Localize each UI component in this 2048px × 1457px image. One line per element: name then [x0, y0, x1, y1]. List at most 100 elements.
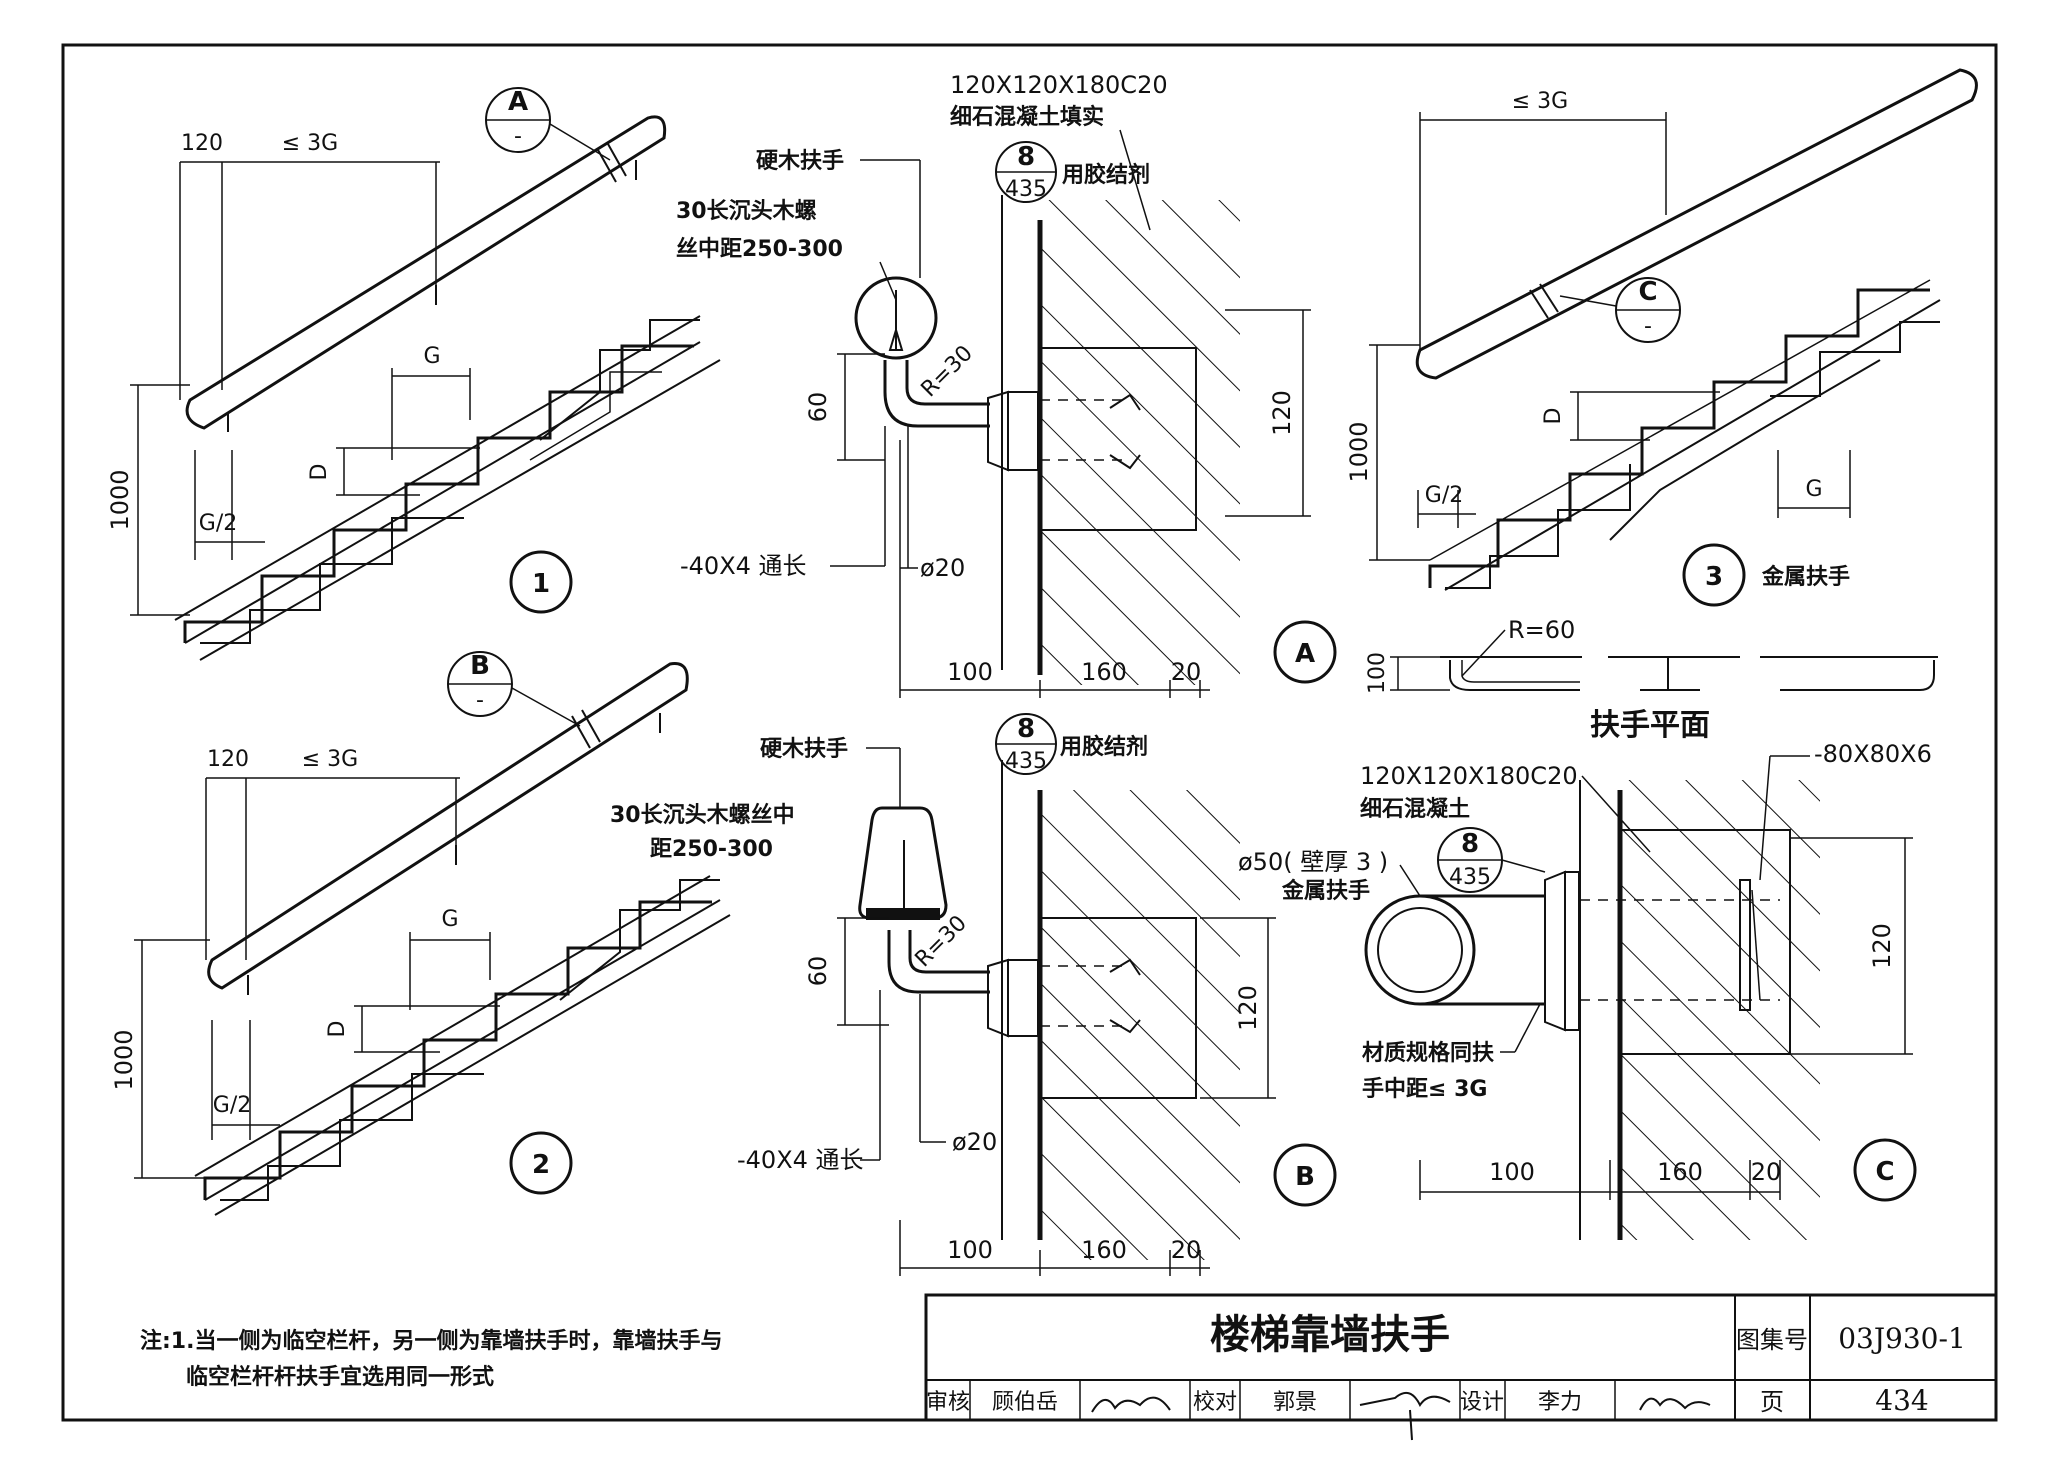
note: 注:1.当一侧为临空栏杆，另一侧为靠墙扶手时，靠墙扶手与 临空栏杆杆扶手宜选用同… — [140, 1328, 722, 1390]
atlas-label: 图集号 — [1736, 1326, 1808, 1354]
designer: 李力 — [1538, 1390, 1582, 1415]
detail-1-dim-g2: G/2 — [199, 511, 237, 536]
detail-b-dim-60: 60 — [804, 956, 832, 987]
detail-3-ref-bubble: C - — [1559, 277, 1681, 343]
detail-b-rod: ø20 — [952, 1128, 997, 1156]
detail-a-wood-handrail: 硬木扶手 — [756, 149, 844, 174]
reviewer: 顾伯岳 — [992, 1390, 1058, 1415]
detail-a-dim-60: 60 — [804, 392, 832, 423]
detail-1-ref-letter: A — [508, 87, 528, 117]
detail-a-concrete-1: 120X120X180C20 — [950, 71, 1168, 99]
detail-2: B - 120 ≤ 3G 1000 G D G/2 2 — [110, 651, 731, 1216]
detail-2-dim-g2: G/2 — [213, 1093, 251, 1118]
detail-c-ref-num: 8 — [1461, 829, 1479, 859]
detail-c-material-1: 材质规格同扶 — [1362, 1040, 1494, 1066]
title-main: 楼梯靠墙扶手 — [1210, 1312, 1450, 1358]
detail-3-dim-g2: G/2 — [1425, 483, 1463, 508]
detail-a-screw-2: 丝中距250-300 — [676, 236, 843, 262]
detail-1-ref-dash: - — [514, 124, 522, 149]
detail-2-ref-letter: B — [470, 651, 490, 681]
detail-1-dim-top-b: ≤ 3G — [282, 131, 338, 156]
detail-2-dim-top-b: ≤ 3G — [302, 747, 358, 772]
handrail-plan: 100 R=60 扶手平面 — [1365, 616, 1938, 743]
detail-2-ref-bubble: B - — [447, 651, 581, 727]
detail-1-ref-bubble: A - — [485, 87, 611, 161]
detail-b-ref-bubble: 8 435 — [995, 713, 1057, 775]
detail-3-label: 金属扶手 — [1761, 564, 1850, 590]
detail-2-ref-dash: - — [476, 688, 484, 713]
review-label: 审核 — [926, 1390, 970, 1415]
detail-2-dim-d: D — [325, 1021, 350, 1038]
detail-3-dim-top: ≤ 3G — [1512, 89, 1568, 114]
detail-b-dim-160: 160 — [1081, 1236, 1127, 1264]
plan-radius: R=60 — [1508, 616, 1575, 644]
detail-c-concrete-2: 细石混凝土 — [1360, 796, 1470, 822]
detail-1-dim-top-a: 120 — [181, 131, 223, 156]
detail-3: C - ≤ 3G 1000 D G G/2 3 金属扶手 — [1345, 68, 1978, 607]
page-label: 页 — [1760, 1388, 1784, 1416]
designer-signature — [1639, 1397, 1711, 1411]
detail-c-material-2: 手中距≤ 3G — [1362, 1077, 1487, 1102]
detail-2-dim-height: 1000 — [110, 1029, 138, 1090]
detail-c-dim-100: 100 — [1489, 1158, 1535, 1186]
detail-c-dim-20: 20 — [1751, 1158, 1782, 1186]
detail-c-letter: C — [1875, 1157, 1894, 1187]
detail-2-number: 2 — [532, 1150, 550, 1180]
design-label: 设计 — [1460, 1390, 1504, 1415]
detail-b-ref-page: 435 — [1005, 749, 1047, 774]
detail-c-tube-1: ø50( 壁厚 3 ) — [1238, 848, 1388, 876]
detail-3-ref-letter: C — [1638, 277, 1657, 307]
detail-a-dim-20: 20 — [1171, 658, 1202, 686]
detail-b-glue: 用胶结剂 — [1060, 734, 1148, 760]
check-label: 校对 — [1193, 1390, 1237, 1415]
detail-c-tube-2: 金属扶手 — [1281, 878, 1370, 904]
detail-a: 硬木扶手 30长沉头木螺 丝中距250-300 120X120X180C20 细… — [676, 71, 1337, 698]
detail-1: A - 120 ≤ 3G 1000 G D — [106, 87, 721, 661]
detail-b-screw-1: 30长沉头木螺丝中 — [610, 802, 795, 828]
detail-c-ref-page: 435 — [1449, 865, 1491, 890]
detail-a-concrete-2: 细石混凝土填实 — [950, 104, 1104, 130]
plan-caption: 扶手平面 — [1590, 708, 1710, 743]
detail-a-screw-1: 30长沉头木螺 — [676, 199, 817, 224]
page-no: 434 — [1875, 1384, 1928, 1417]
note-line-2: 临空栏杆杆扶手宜选用同一形式 — [186, 1364, 494, 1390]
detail-2-dim-top-a: 120 — [207, 747, 249, 772]
detail-a-radius: R=30 — [917, 341, 978, 402]
detail-3-number: 3 — [1705, 562, 1723, 592]
plan-dim: 100 — [1365, 652, 1390, 694]
detail-c-concrete-1: 120X120X180C20 — [1360, 762, 1578, 790]
detail-a-rod: ø20 — [920, 554, 965, 582]
detail-b-radius: R=30 — [911, 911, 972, 972]
detail-1-number: 1 — [532, 569, 550, 599]
detail-b-ref-num: 8 — [1017, 714, 1035, 744]
detail-3-dim-height: 1000 — [1345, 421, 1373, 482]
detail-c-plate: -80X80X6 — [1814, 740, 1932, 768]
detail-c: 120X120X180C20 细石混凝土 8 435 ø50( 壁厚 3 ) 金… — [1238, 740, 1932, 1240]
detail-a-letter: A — [1295, 639, 1315, 669]
detail-a-ref-page: 435 — [1005, 177, 1047, 202]
detail-a-ref-num: 8 — [1017, 142, 1035, 172]
detail-b-dim-100: 100 — [947, 1236, 993, 1264]
reviewer-signature — [1091, 1396, 1171, 1413]
detail-c-dim-160: 160 — [1657, 1158, 1703, 1186]
detail-1-dim-g: G — [423, 344, 440, 369]
detail-a-ref-bubble: 8 435 — [995, 141, 1057, 203]
checker: 郭景 — [1273, 1390, 1317, 1415]
title-block: 楼梯靠墙扶手 图集号 03J930-1 页 434 审核 顾伯岳 校对 郭景 设… — [924, 1293, 1998, 1441]
detail-b-wood-handrail: 硬木扶手 — [760, 737, 848, 762]
detail-a-dim-160: 160 — [1081, 658, 1127, 686]
detail-b-flat-bar: -40X4 通长 — [737, 1146, 864, 1174]
atlas-no: 03J930-1 — [1838, 1322, 1966, 1355]
detail-c-ref-bubble: 8 435 — [1437, 827, 1503, 893]
detail-c-dim-120: 120 — [1868, 923, 1896, 969]
detail-b-letter: B — [1295, 1162, 1315, 1192]
detail-3-ref-dash: - — [1644, 314, 1652, 339]
detail-1-dim-d: D — [307, 464, 332, 481]
detail-b-dim-120: 120 — [1234, 985, 1262, 1031]
detail-b-screw-2: 距250-300 — [650, 837, 773, 862]
detail-1-dim-height: 1000 — [106, 469, 134, 530]
detail-b: 硬木扶手 30长沉头木螺丝中 距250-300 8 435 用胶结剂 R=30 … — [610, 713, 1337, 1276]
detail-2-dim-g: G — [441, 907, 458, 932]
detail-a-flat-bar: -40X4 通长 — [680, 552, 807, 580]
note-line-1: 注:1.当一侧为临空栏杆，另一侧为靠墙扶手时，靠墙扶手与 — [140, 1328, 722, 1354]
